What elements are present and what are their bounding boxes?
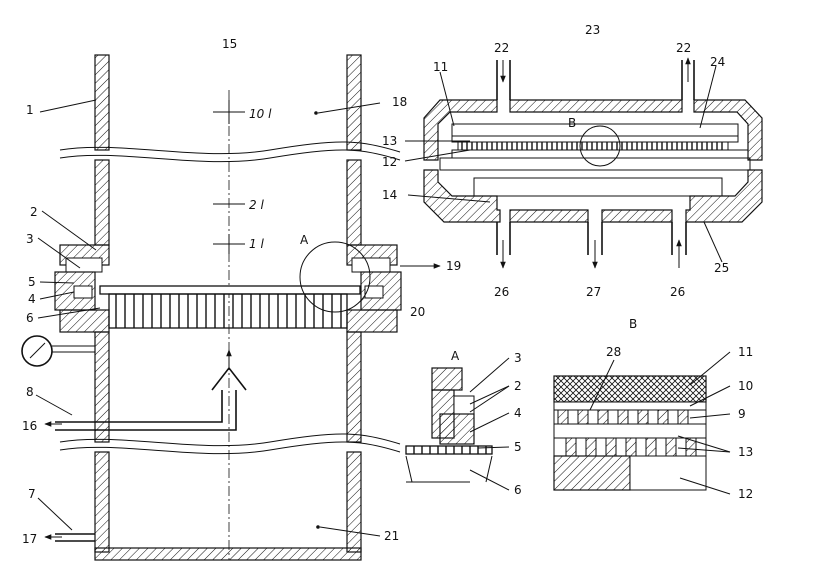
membrane-block [625, 437, 637, 457]
bottom-plate [94, 547, 362, 561]
membrane-block [585, 437, 597, 457]
label-detail-b: B [568, 116, 576, 130]
label-6: 6 [26, 311, 34, 325]
detail-a-slots [413, 446, 487, 454]
membrane-block [557, 409, 569, 425]
detail-a-label-4: 4 [514, 406, 522, 420]
membrane-block [565, 437, 577, 457]
membrane-block [605, 437, 617, 457]
label-11: 11 [433, 60, 448, 74]
pressure-gauge-icon [21, 335, 53, 367]
detail-b-label-11: 11 [738, 345, 753, 359]
label-4: 4 [28, 292, 36, 306]
detail-b-label-12: 12 [738, 487, 753, 501]
label-16: 16 [22, 419, 37, 433]
main-column: 15 1 18 10 l 2 l 1 l A 2 3 5 4 6 19 20 8… [21, 37, 461, 561]
wall-right-lower [346, 331, 362, 443]
label-21: 21 [384, 529, 399, 543]
cell-membrane-slots [461, 142, 723, 150]
detail-b-label-10: 10 [738, 379, 753, 393]
label-18: 18 [392, 95, 407, 109]
detail-a-label-3: 3 [514, 351, 522, 365]
distributor-slots [115, 294, 342, 328]
label-23: 23 [585, 23, 600, 37]
label-26-left: 26 [494, 285, 509, 299]
detail-b-circle [579, 125, 621, 167]
detail-a-label-2: 2 [514, 379, 522, 393]
membrane-block [617, 409, 629, 425]
label-19: 19 [446, 259, 461, 273]
detail-b-upper-blocks [557, 409, 689, 425]
wall-right-mid [346, 159, 362, 246]
label-27: 27 [586, 285, 601, 299]
label-24: 24 [710, 55, 725, 69]
level-2l: 2 l [249, 198, 264, 212]
label-1: 1 [26, 103, 34, 117]
label-17: 17 [22, 532, 37, 546]
label-25: 25 [714, 261, 729, 275]
membrane-block [637, 409, 649, 425]
membrane-block [597, 409, 609, 425]
label-8: 8 [26, 385, 34, 399]
label-3: 3 [26, 232, 34, 246]
wall-right-bottom [346, 451, 362, 553]
level-1l: 1 l [249, 237, 264, 251]
detail-b: B 28 11 10 9 13 12 [553, 317, 753, 501]
detail-b-label-9: 9 [738, 407, 746, 421]
label-20: 20 [410, 305, 425, 319]
membrane-block [677, 409, 689, 425]
membrane-cell-section: 23 22 22 11 24 B 13 12 14 25 26 27 26 [382, 23, 763, 299]
detail-b-label-13: 13 [738, 445, 753, 459]
detail-a-circle [299, 241, 371, 313]
detail-b-label-28: 28 [606, 345, 621, 359]
detail-a-label-5: 5 [514, 440, 522, 454]
label-2: 2 [30, 205, 38, 219]
detail-a: A 3 2 4 5 6 [405, 349, 522, 497]
wall-left-mid [94, 159, 110, 246]
label-5: 5 [28, 275, 36, 289]
membrane-block [657, 409, 669, 425]
label-12: 12 [382, 155, 397, 169]
label-22-right: 22 [676, 41, 691, 55]
label-26-right: 26 [670, 285, 685, 299]
wall-left-bottom [94, 451, 110, 553]
membrane-block [645, 437, 657, 457]
detail-a-title: A [451, 349, 460, 363]
membrane-block [577, 409, 589, 425]
detail-a-label-6: 6 [514, 483, 522, 497]
detail-b-lower-blocks [565, 437, 697, 457]
label-13: 13 [382, 134, 397, 148]
wall-left-upper [94, 54, 110, 151]
level-10l: 10 l [249, 107, 272, 121]
wall-left-lower [94, 331, 110, 443]
label-14: 14 [382, 188, 397, 202]
wall-right-upper [346, 54, 362, 151]
membrane-block [665, 437, 677, 457]
label-detail-a: A [300, 233, 309, 247]
label-15: 15 [222, 37, 237, 51]
detail-b-title: B [629, 317, 637, 331]
label-7: 7 [28, 487, 36, 501]
label-22-left: 22 [494, 41, 509, 55]
